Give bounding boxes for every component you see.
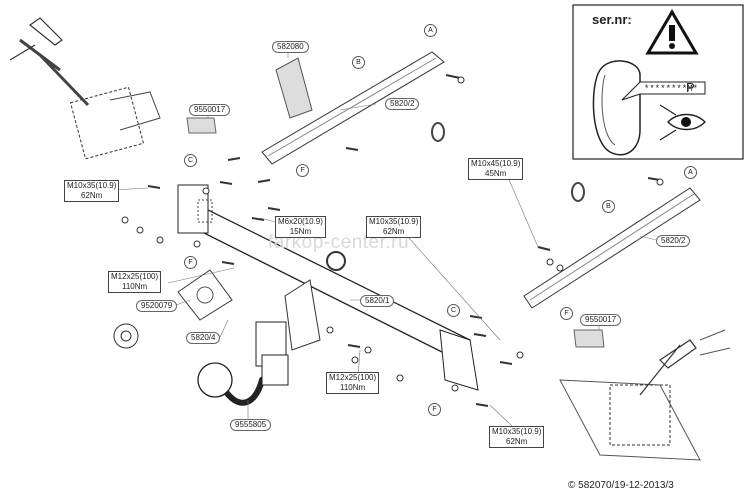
torque-4-bolt: M10x45(10.9) xyxy=(471,159,521,168)
ref-f-left: F xyxy=(184,256,197,269)
ref-f-lower: F xyxy=(428,403,441,416)
washer-center xyxy=(326,251,346,271)
ref-c-right: C xyxy=(447,304,460,317)
torque-1-value: 62Nm xyxy=(81,191,103,200)
ref-b-upper: B xyxy=(352,56,365,69)
part-label-bracket: 5820/4 xyxy=(186,332,221,344)
washer-left xyxy=(113,323,139,349)
torque-7-value: 62Nm xyxy=(506,437,528,446)
part-label-side-right: 5820/2 xyxy=(656,235,691,247)
torque-label-4: M10x45(10.9) 45Nm xyxy=(468,158,524,180)
serial-plate xyxy=(621,81,706,101)
torque-3-bolt: M10x35(10.9) xyxy=(369,217,419,226)
tow-ball-outline xyxy=(592,60,641,156)
part-label-manual-left: 9550017 xyxy=(189,104,231,116)
bracket-card xyxy=(275,57,313,119)
ref-b-lower: B xyxy=(602,200,615,213)
washer-right xyxy=(571,182,585,202)
ref-c-left: C xyxy=(184,154,197,167)
socket-plate xyxy=(177,269,233,321)
ref-f-upper: F xyxy=(296,164,309,177)
torque-label-2: M6x20(10.9) 15Nm xyxy=(275,216,326,238)
torque-2-bolt: M6x20(10.9) xyxy=(278,217,323,226)
torque-label-5: M12x25(100) 110Nm xyxy=(108,271,162,293)
torque-7-bolt: M10x35(10.9) xyxy=(492,427,542,436)
torque-label-1: M10x35(10.9) 62Nm xyxy=(64,180,120,202)
manual-right-icon xyxy=(573,329,605,348)
serial-number-title: ser.nr: xyxy=(592,12,632,27)
ref-f-right: F xyxy=(560,307,573,320)
manual-left-icon xyxy=(186,117,217,134)
torque-5-bolt: M12x25(100) xyxy=(111,272,159,281)
torque-label-3: M10x35(10.9) 62Nm xyxy=(366,216,422,238)
torque-6-bolt: M12x25(100) xyxy=(329,373,377,382)
torque-5-value: 110Nm xyxy=(121,282,148,291)
tow-ball xyxy=(197,362,233,398)
part-label-side-left: 5820/2 xyxy=(385,98,420,110)
document-footer: © 582070/19-12-2013/3 xyxy=(568,480,674,491)
torque-4-value: 45Nm xyxy=(485,169,507,178)
vehicle-frame-right xyxy=(609,384,671,446)
drill-icon-right xyxy=(639,339,697,396)
part-label-manual-right: 9550017 xyxy=(580,314,622,326)
ref-a-upper: A xyxy=(424,24,437,37)
crossbar xyxy=(180,205,471,361)
part-label-crossbar: 5820/1 xyxy=(360,295,395,307)
torque-label-6: M12x25(100) 110Nm xyxy=(326,372,380,394)
mounting-bracket xyxy=(284,279,321,351)
torque-2-value: 15Nm xyxy=(289,227,312,236)
eye-icon xyxy=(667,113,706,131)
part-label-bracket-card: 582080 xyxy=(272,41,309,53)
drill-icon-left xyxy=(9,17,63,61)
serial-plate-letter: P xyxy=(686,80,695,95)
part-label-socket-plate: 9520079 xyxy=(136,300,178,312)
serial-plate-text: ********M* xyxy=(644,84,699,94)
torque-6-value: 110Nm xyxy=(339,383,366,392)
part-label-ball: 9555805 xyxy=(230,419,272,431)
torque-1-bolt: M10x35(10.9) xyxy=(67,181,117,190)
torque-label-7: M10x35(10.9) 62Nm xyxy=(489,426,545,448)
vehicle-frame-left xyxy=(69,86,145,160)
torque-3-value: 62Nm xyxy=(383,227,405,236)
washer-upper xyxy=(431,122,445,142)
ref-a-lower: A xyxy=(684,166,697,179)
